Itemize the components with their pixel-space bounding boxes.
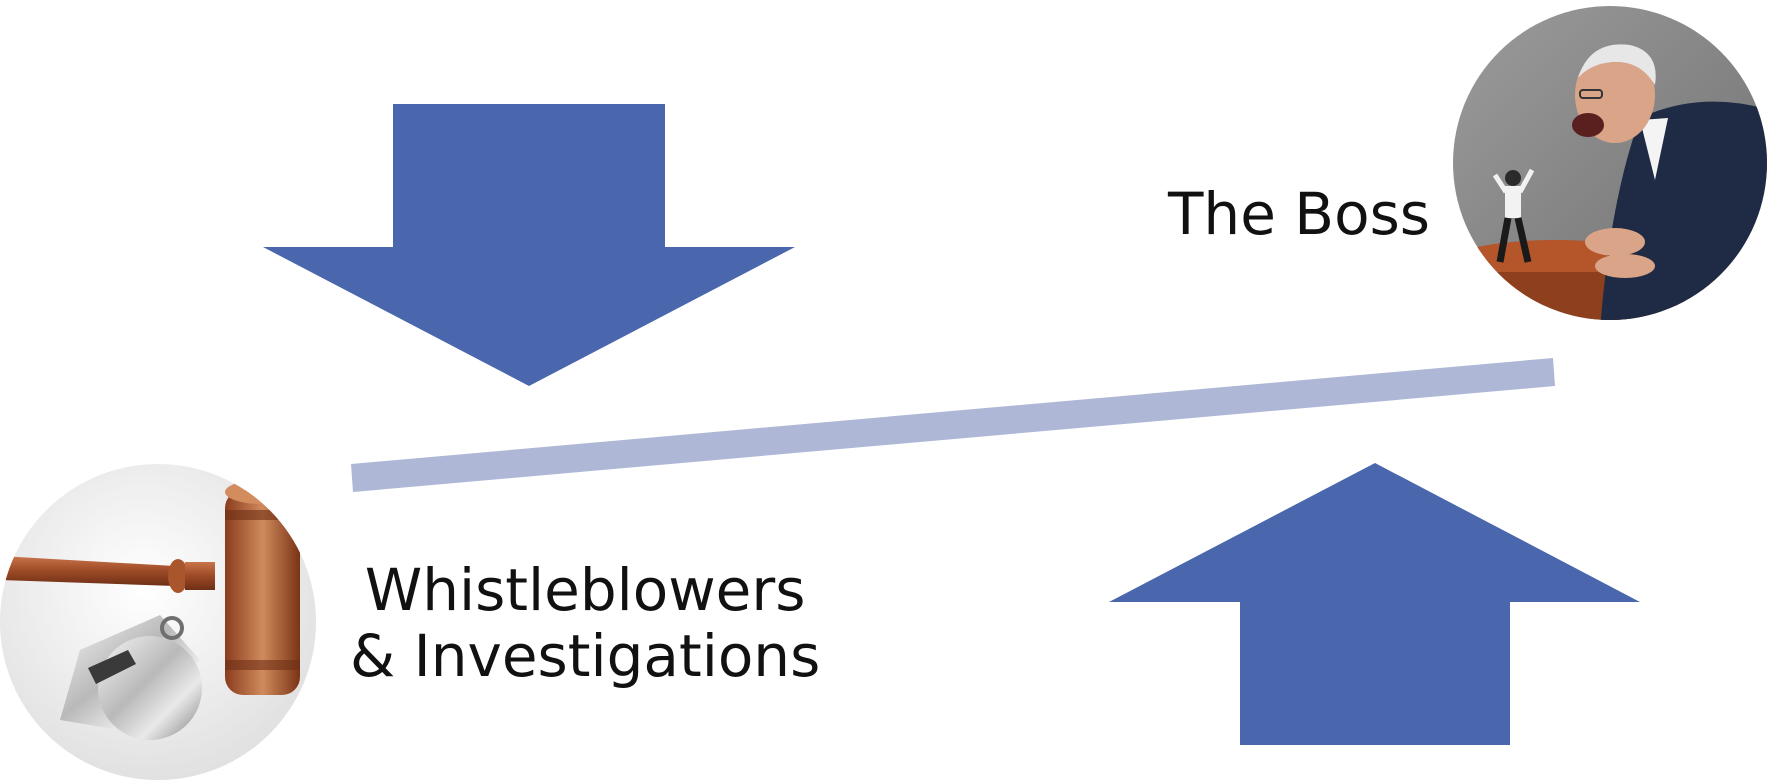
- gavel-whistle-photo: [0, 464, 316, 780]
- whistle: [60, 615, 202, 740]
- boss-label: The Boss: [1168, 180, 1431, 248]
- whistleblowers-label-line2: & Investigations: [350, 621, 821, 690]
- up-arrow: [1109, 463, 1640, 745]
- boss-photo: [1453, 6, 1767, 320]
- small-man-figure: [1492, 168, 1535, 263]
- seesaw-beam: [351, 358, 1555, 492]
- down-arrow: [263, 104, 795, 386]
- gavel: [0, 480, 300, 695]
- whistleblowers-label: Whistleblowers & Investigations: [350, 556, 821, 690]
- whistleblowers-label-line1: Whistleblowers: [364, 556, 806, 624]
